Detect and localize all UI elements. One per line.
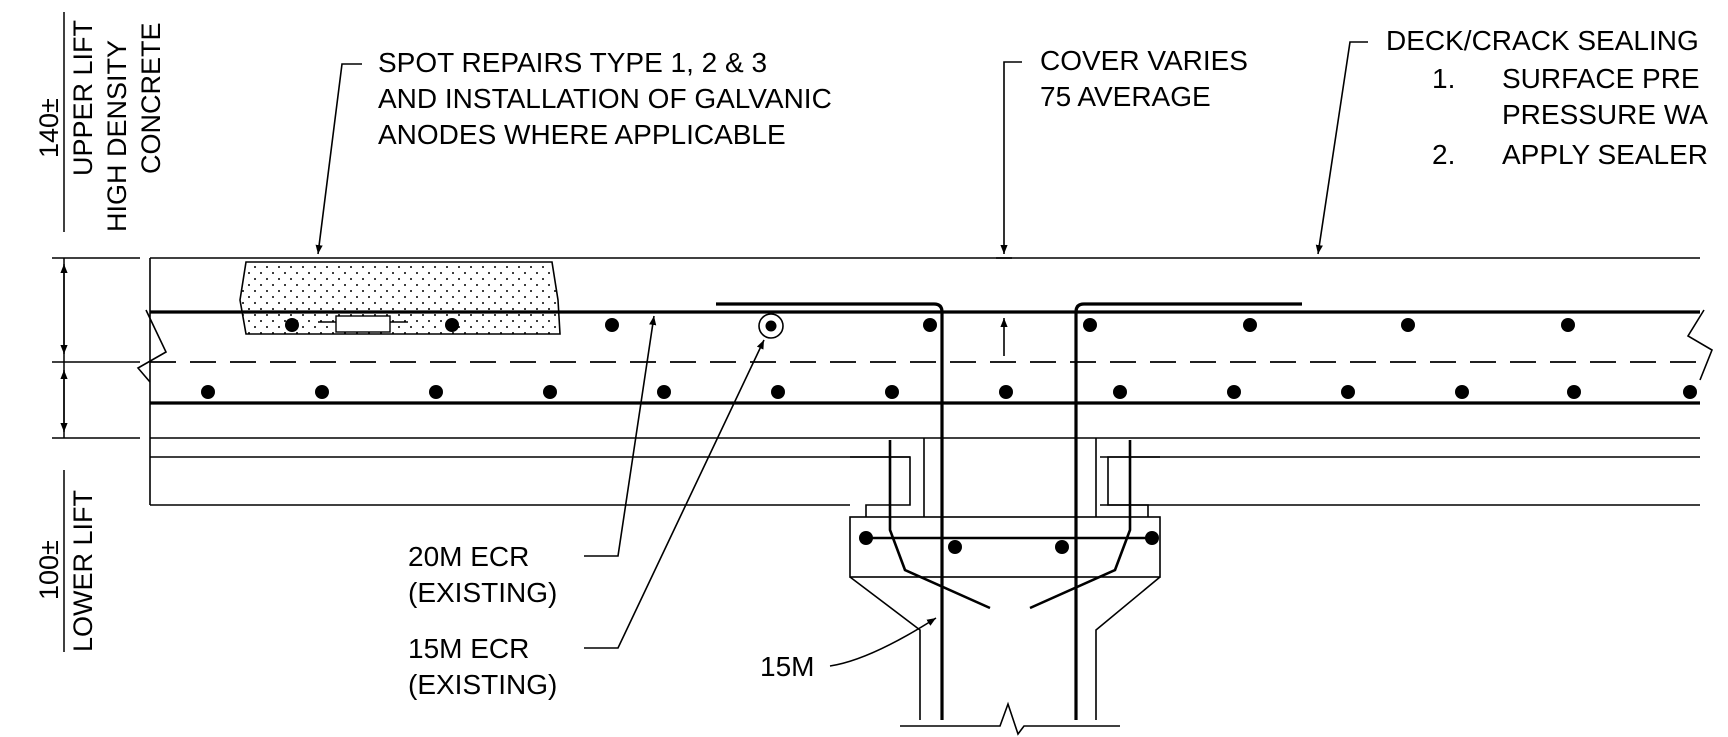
girder-15m-label: 15M [760, 651, 814, 682]
deck-sealing-item-1a: SURFACE PRE [1502, 63, 1700, 94]
bottom-rebar-dots [201, 385, 1697, 399]
rebar-20m-leader: 20M ECR (EXISTING) [408, 315, 657, 608]
cover-varies-line-2: 75 AVERAGE [1040, 81, 1211, 112]
spot-repairs-leader: SPOT REPAIRS TYPE 1, 2 & 3 AND INSTALLAT… [315, 47, 832, 255]
deck-slab [136, 257, 1713, 506]
girder [849, 438, 1161, 736]
top-rebar-dots [285, 318, 1575, 332]
upper-lift-label: UPPER LIFT [68, 20, 98, 176]
deck-sealing-item-2-number: 2. [1432, 139, 1455, 170]
rebar-20m-label: 20M ECR [408, 541, 529, 572]
cover-varies-leader: COVER VARIES 75 AVERAGE [996, 45, 1248, 356]
deck-sealing-item-1-number: 1. [1432, 63, 1455, 94]
right-break-line [1686, 309, 1713, 381]
left-break-line [136, 309, 168, 383]
concrete-label: CONCRETE [136, 22, 166, 174]
hooked-bars [716, 302, 1302, 720]
spot-repair-patch [239, 261, 561, 335]
spot-repairs-line-2: AND INSTALLATION OF GALVANIC [378, 83, 832, 114]
lower-lift-label: LOWER LIFT [68, 490, 98, 652]
vertical-dimension-line [52, 257, 140, 439]
cover-varies-line-1: COVER VARIES [1040, 45, 1248, 76]
deck-sealing-title: DECK/CRACK SEALING [1386, 25, 1699, 56]
deck-sealing-leader: DECK/CRACK SEALING 1. SURFACE PRE PRESSU… [1315, 25, 1708, 255]
upper-lift-dimension: 140± UPPER LIFT HIGH DENSITY CONCRETE [34, 12, 166, 232]
deck-sealing-item-2: APPLY SEALER [1502, 139, 1708, 170]
spot-repairs-line-3: ANODES WHERE APPLICABLE [378, 119, 786, 150]
rebar-15m-label: 15M ECR [408, 633, 529, 664]
spot-repairs-line-1: SPOT REPAIRS TYPE 1, 2 & 3 [378, 47, 767, 78]
lower-lift-dimension: 100± LOWER LIFT [34, 470, 98, 652]
rebar-20m-note: (EXISTING) [408, 577, 557, 608]
lower-dim-label: 100± [34, 540, 64, 600]
galvanic-anode [335, 315, 391, 333]
deck-sealing-item-1b: PRESSURE WA [1502, 99, 1708, 130]
high-density-label: HIGH DENSITY [102, 40, 132, 232]
rebar-15m-leader: 15M ECR (EXISTING) [408, 339, 765, 700]
rebar-15m-note: (EXISTING) [408, 669, 557, 700]
upper-dim-label: 140± [34, 98, 64, 158]
circled-rebar [758, 313, 784, 339]
girder-15m-leader: 15M [760, 617, 937, 682]
